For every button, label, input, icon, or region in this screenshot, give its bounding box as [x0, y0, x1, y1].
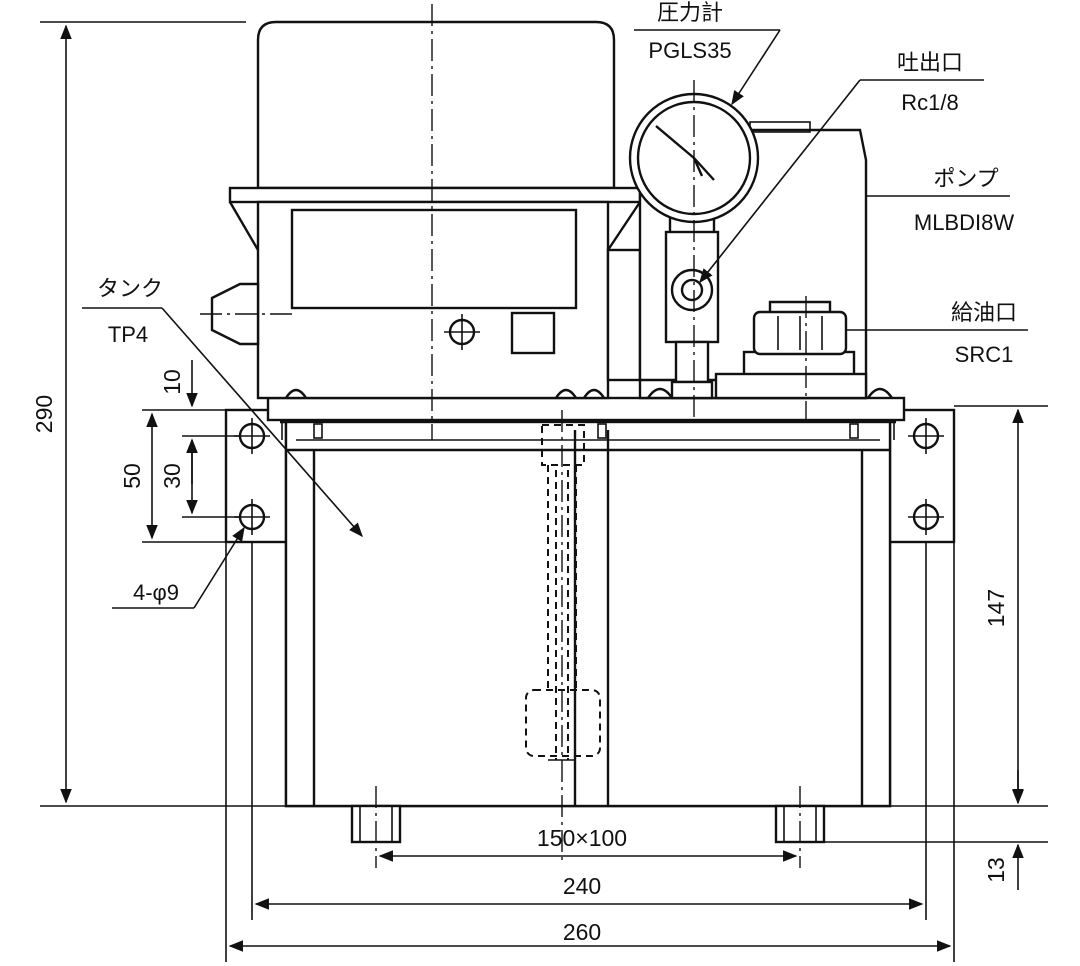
pressure-gauge-title: 圧力計	[657, 0, 723, 25]
float-switch	[525, 424, 601, 761]
dim-240: 240	[563, 873, 601, 899]
outlet-model: Rc1/8	[901, 90, 958, 115]
holes-label: 4-φ9	[133, 580, 179, 605]
dim-147: 147	[983, 589, 1009, 627]
callout-holes: 4-φ9	[112, 526, 245, 609]
callout-pump: ポンプ MLBDI8W	[866, 166, 1014, 235]
pump-model: MLBDI8W	[914, 210, 1014, 235]
dim-13: 13	[983, 857, 1009, 883]
callout-tank: タンク TP4	[82, 276, 363, 538]
center-lines	[200, 4, 807, 868]
motor-housing	[210, 20, 642, 400]
outlet-title: 吐出口	[897, 50, 963, 75]
dim-290: 290	[31, 395, 57, 433]
dim-260: 260	[563, 919, 601, 945]
dim-150x100: 150×100	[537, 825, 627, 851]
dimension-labels: 290 10 50 30 147 13 150×100 240 260	[31, 369, 1009, 945]
tank-title: タンク	[97, 276, 163, 301]
tank-model: TP4	[108, 322, 148, 347]
pressure-gauge-model: PGLS35	[648, 38, 731, 63]
filler-title: 給油口	[951, 300, 1017, 325]
dim-30: 30	[159, 463, 185, 489]
pump-title: ポンプ	[933, 166, 998, 191]
filler-model: SRC1	[955, 342, 1014, 367]
tank-body	[224, 396, 956, 808]
dim-50: 50	[119, 463, 145, 489]
callout-pressure-gauge: 圧力計 PGLS35	[634, 0, 781, 106]
dimension-lines	[40, 21, 1048, 962]
callout-outlet: 吐出口 Rc1/8	[699, 50, 984, 284]
dim-10: 10	[159, 369, 185, 395]
filler-cap	[714, 300, 868, 400]
callout-filler: 給油口 SRC1	[846, 300, 1028, 367]
